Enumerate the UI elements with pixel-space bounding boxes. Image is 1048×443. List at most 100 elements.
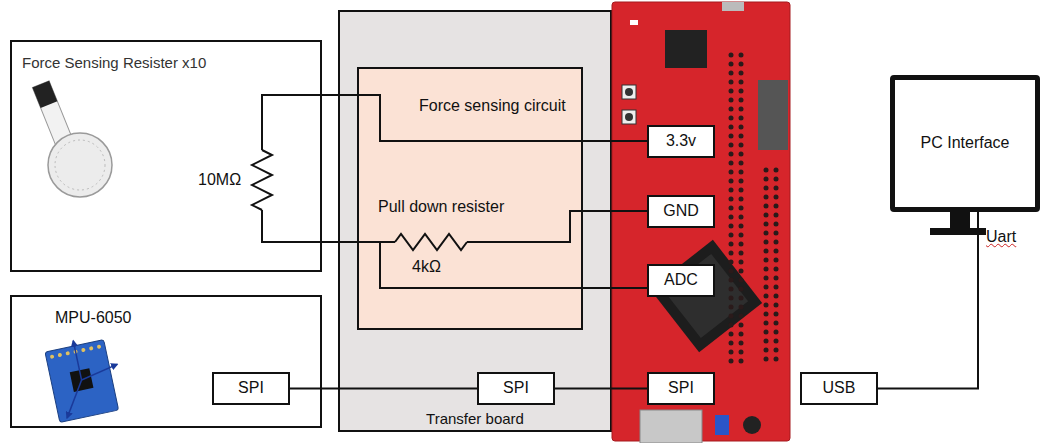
dev-board: [612, 2, 790, 443]
header-pin: [764, 348, 769, 353]
header-pin: [739, 62, 744, 67]
header-pin: [729, 278, 734, 283]
header-pin: [729, 161, 734, 166]
header-pin: [764, 186, 769, 191]
header-pin: [729, 323, 734, 328]
header-pin: [729, 143, 734, 148]
header-pin: [729, 116, 734, 121]
header-pin: [729, 134, 734, 139]
ethernet-jack: [640, 410, 702, 443]
mpu-picture: [44, 333, 127, 422]
header-pin: [764, 240, 769, 245]
port-box: USB: [800, 372, 878, 405]
header-pin: [739, 107, 744, 112]
header-pin: [774, 231, 779, 236]
header-pin: [729, 188, 734, 193]
board-pcb: [612, 2, 790, 441]
header-pin: [729, 89, 734, 94]
header-pin: [739, 260, 744, 265]
resistor-symbol: [395, 234, 467, 250]
header-pin: [774, 285, 779, 290]
header-pin: [729, 80, 734, 85]
node-label: MPU-6050: [55, 309, 320, 327]
header-pin: [774, 348, 779, 353]
header-pin: [729, 233, 734, 238]
port-box: SPI: [477, 372, 555, 405]
header-pin: [764, 294, 769, 299]
mpu-board: [45, 340, 119, 423]
header-pin: [739, 305, 744, 310]
header-pin: [764, 357, 769, 362]
audio-jack: [743, 416, 761, 434]
header-pin: [774, 177, 779, 182]
board-button: [625, 88, 633, 96]
header-pin: [764, 168, 769, 173]
header-pin: [739, 152, 744, 157]
header-pin: [764, 285, 769, 290]
header-pin: [729, 242, 734, 247]
spi-link: [290, 388, 477, 390]
node-label: Force sensing circuit: [419, 97, 581, 115]
header-pin: [729, 341, 734, 346]
header-pin: [764, 303, 769, 308]
monitor-stand: [950, 212, 970, 228]
header-pin: [739, 269, 744, 274]
mpu-pin: [81, 348, 86, 353]
mpu-pin: [58, 353, 63, 358]
board-button: [625, 113, 633, 121]
header-pin: [764, 330, 769, 335]
header-pin: [774, 339, 779, 344]
header-pin: [764, 213, 769, 218]
header-pin: [739, 251, 744, 256]
header-pin: [764, 222, 769, 227]
node-label: SPI: [668, 379, 694, 397]
header-pin: [739, 242, 744, 247]
header-pin: [739, 197, 744, 202]
mcu-chip: [650, 240, 762, 352]
node-label: ADC: [664, 271, 698, 289]
header-pin: [729, 269, 734, 274]
header-pin: [739, 134, 744, 139]
header-pin: [774, 195, 779, 200]
resistor-value: 4kΩ: [412, 258, 441, 276]
header-pin: [774, 186, 779, 191]
header-pin: [764, 267, 769, 272]
header-pin: [739, 332, 744, 337]
header-pin: [729, 206, 734, 211]
fsr-connector: [32, 81, 57, 108]
node-label: SPI: [503, 379, 529, 397]
board-button: [622, 85, 636, 99]
header-pin: [739, 278, 744, 283]
header-pin: [739, 224, 744, 229]
fsr-pad: [55, 140, 105, 190]
header-pin: [729, 332, 734, 337]
pin-box: 3.3v: [647, 125, 715, 158]
header-pin: [774, 330, 779, 335]
header-pin: [739, 188, 744, 193]
header-pin: [729, 359, 734, 364]
header-pin: [774, 321, 779, 326]
header-pin: [739, 71, 744, 76]
header-pin: [739, 206, 744, 211]
header-pin: [739, 179, 744, 184]
header-pin: [729, 314, 734, 319]
sd-slot: [758, 80, 788, 150]
uart-link: [878, 212, 978, 389]
header-pin: [774, 258, 779, 263]
node-label: SPI: [238, 379, 264, 397]
monitor-stand: [930, 212, 990, 235]
header-pin: [774, 249, 779, 254]
header-pin: [739, 170, 744, 175]
axis-arrow: [60, 380, 89, 418]
header-pin: [774, 168, 779, 173]
header-pin: [729, 215, 734, 220]
board-chip: [665, 30, 707, 68]
node-label: GND: [663, 202, 699, 220]
header-pin: [774, 357, 779, 362]
node-label: PC Interface: [921, 134, 1010, 152]
header-pin: [764, 249, 769, 254]
spi-link: [555, 388, 647, 390]
board-button: [622, 110, 636, 124]
header-pin: [729, 179, 734, 184]
